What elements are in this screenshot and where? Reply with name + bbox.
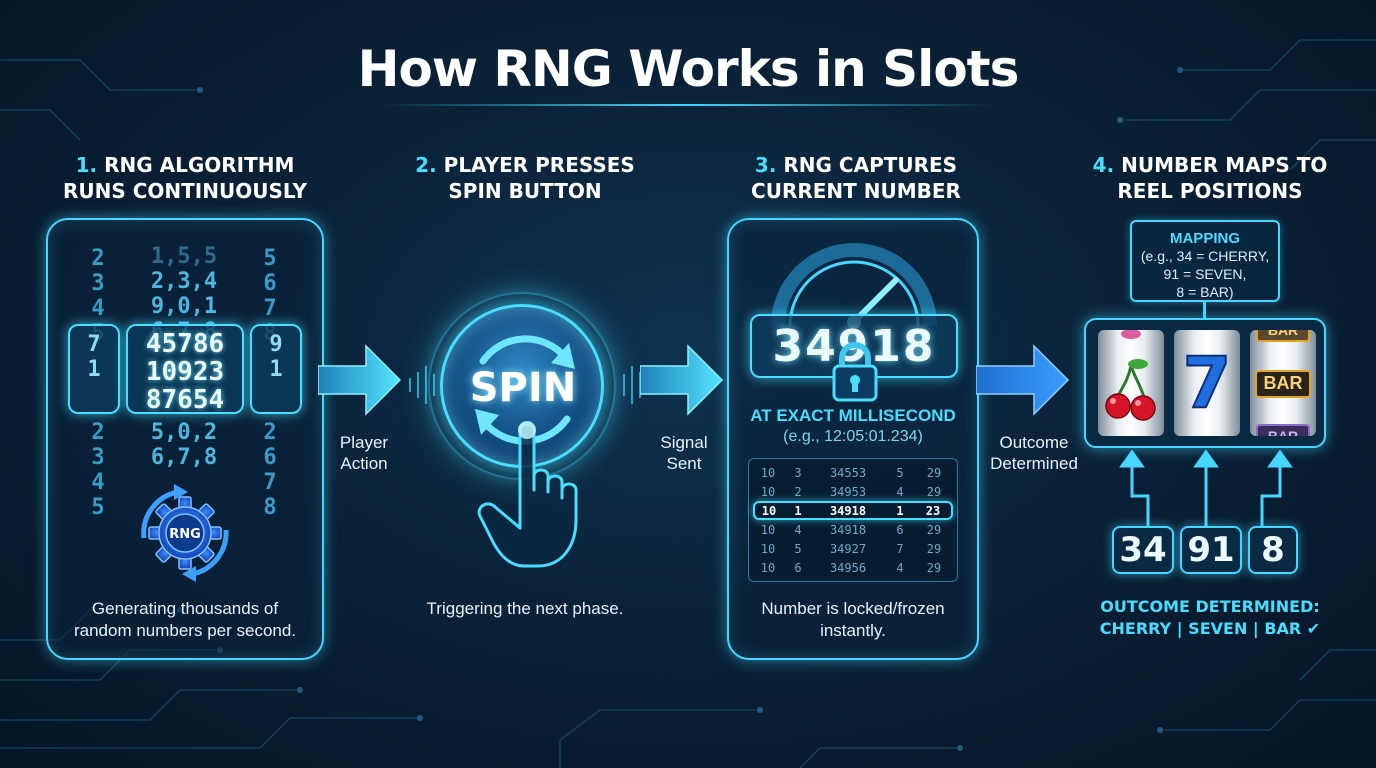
reel-column-right-bottom: 2 6 7 8 — [263, 420, 277, 520]
refresh-icon — [475, 335, 575, 445]
reel-column-left-bottom: 2 3 4 5 — [91, 420, 105, 520]
spin-label: SPIN — [469, 365, 577, 411]
step-1-title: 1. RNG ALGORITHM RUNS CONTINUOUSLY — [25, 152, 345, 204]
bar-symbol: BAR — [1255, 370, 1311, 398]
mapping-box: MAPPING (e.g., 34 = CHERRY, 91 = SEVEN, … — [1130, 220, 1280, 302]
arrow-3-label: Outcome Determined — [990, 433, 1078, 473]
arrow-1-label: Player Action — [339, 433, 389, 473]
page-title: How RNG Works in Slots — [357, 40, 1020, 98]
gear-label: RNG — [169, 527, 201, 542]
mapping-arrows — [1119, 450, 1293, 528]
step-4-title: 4. NUMBER MAPS TO REEL POSITIONS — [1050, 152, 1370, 204]
hand-pointer-icon — [477, 421, 578, 568]
cherry-icon — [1105, 330, 1156, 421]
outcome-text: OUTCOME DETERMINED: CHERRY | SEVEN | BAR… — [1099, 597, 1321, 638]
reel-bar: BAR BAR BAR — [1250, 330, 1316, 436]
right-reel-window: 9 1 2 — [250, 324, 302, 414]
reel-seven: 7 — [1174, 330, 1240, 436]
arrow-player-action — [318, 344, 402, 416]
checkmark-icon: ✔ — [1306, 619, 1321, 638]
rng-gear-icon: RNG — [141, 484, 229, 582]
step-4-line2: REEL POSITIONS — [1117, 179, 1303, 203]
step-3-line1: RNG CAPTURES — [783, 153, 958, 177]
step-1-line1: RNG ALGORITHM — [104, 153, 295, 177]
millisecond-example: (e.g., 12:05:01.234) — [783, 428, 923, 445]
reel-cherry — [1098, 330, 1164, 436]
step-1-number: 1. — [75, 153, 98, 177]
mapping-connector — [1203, 302, 1206, 324]
current-numbers-window: 45786 10923 87654 — [126, 324, 244, 414]
outcome-number-3: 8 — [1248, 526, 1298, 574]
step-3-line2: CURRENT NUMBER — [751, 179, 961, 203]
outcome-number-2: 91 — [1180, 526, 1242, 574]
step-3-number: 3. — [754, 153, 777, 177]
bar-symbol-bottom: BAR — [1256, 424, 1310, 436]
outcome-number-1: 34 — [1112, 526, 1174, 574]
step-2-line1: PLAYER PRESSES — [443, 153, 635, 177]
spin-caption: Triggering the next phase. — [426, 599, 624, 618]
rng-algorithm-panel — [46, 218, 324, 660]
step-3-title: 3. RNG CAPTURES CURRENT NUMBER — [696, 152, 1016, 204]
rng-capture-panel — [727, 218, 979, 660]
slot-machine-reels: 7 BAR BAR BAR — [1084, 318, 1326, 448]
left-reel-window: 7 7 1 — [68, 324, 120, 414]
arrow-2-label: Signal Sent — [660, 433, 708, 473]
title-underline — [380, 104, 996, 106]
step-2-line2: SPIN BUTTON — [448, 179, 602, 203]
panel-1-caption: Generating thousands of random numbers p… — [73, 599, 297, 640]
step-4-number: 4. — [1092, 153, 1115, 177]
step-2-title: 2. PLAYER PRESSES SPIN BUTTON — [365, 152, 685, 204]
seven-symbol: 7 — [1182, 341, 1233, 425]
arrow-signal-sent — [640, 344, 724, 416]
step-1-line2: RUNS CONTINUOUSLY — [63, 179, 307, 203]
number-stream-bottom: 5,0,2 6,7,8 — [150, 420, 218, 470]
step-4-line1: NUMBER MAPS TO — [1121, 153, 1328, 177]
bar-symbol-top: BAR — [1256, 330, 1310, 342]
millisecond-title: AT EXACT MILLISECOND — [750, 406, 956, 425]
mapping-title: MAPPING — [1169, 230, 1240, 247]
arrow-outcome-determined — [976, 344, 1070, 416]
lock-icon — [832, 342, 878, 402]
step-2-number: 2. — [415, 153, 437, 177]
panel-3-caption: Number is locked/frozen instantly. — [761, 599, 945, 640]
